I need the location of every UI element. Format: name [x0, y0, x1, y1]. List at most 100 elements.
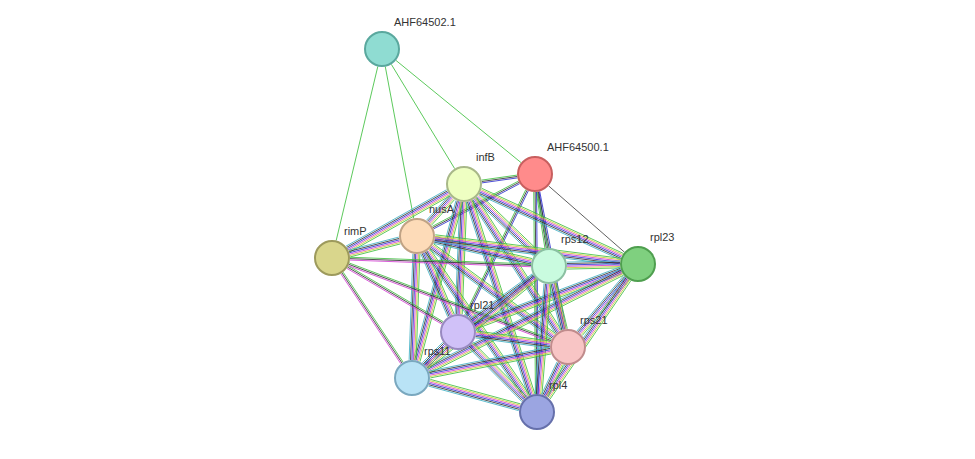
evidence-line	[430, 381, 520, 406]
evidence-line	[350, 259, 531, 266]
protein-node: rps12	[531, 248, 567, 284]
evidence-line	[429, 385, 519, 410]
evidence-line	[567, 267, 620, 268]
interaction-edge	[567, 261, 620, 269]
evidence-line	[554, 283, 565, 329]
evidence-line	[430, 379, 520, 404]
evidence-line	[536, 284, 545, 394]
evidence-line	[552, 284, 563, 330]
interaction-edge	[468, 342, 527, 401]
interaction-edge	[350, 257, 531, 266]
node-circle	[531, 248, 567, 284]
protein-node: nusA	[399, 218, 435, 254]
interaction-edge	[549, 186, 625, 252]
protein-label: nusA	[429, 203, 454, 215]
interaction-edge	[396, 60, 521, 162]
evidence-line	[430, 382, 520, 407]
evidence-line	[549, 280, 630, 398]
evidence-line	[435, 235, 620, 258]
evidence-line	[471, 344, 525, 398]
evidence-line	[476, 334, 550, 344]
protein-node: rimP	[314, 240, 350, 276]
protein-node: rpl21	[440, 314, 476, 350]
evidence-line	[435, 240, 620, 263]
evidence-line	[435, 238, 620, 261]
protein-label: rps21	[580, 314, 608, 326]
interaction-edge	[341, 272, 403, 364]
protein-node: rps11	[394, 360, 430, 396]
evidence-line	[567, 261, 620, 262]
evidence-line	[551, 284, 562, 330]
protein-label: rps12	[561, 233, 589, 245]
evidence-line	[342, 273, 402, 363]
evidence-line	[473, 342, 527, 396]
evidence-line	[549, 186, 625, 252]
interaction-edge	[550, 283, 568, 331]
evidence-line	[424, 275, 533, 364]
protein-label: AHF64500.1	[547, 141, 609, 153]
node-circle	[519, 394, 555, 430]
evidence-line	[343, 272, 403, 362]
interaction-edge	[349, 237, 401, 257]
evidence-line	[567, 265, 620, 266]
evidence-line	[396, 60, 521, 162]
interaction-edge	[336, 67, 378, 241]
evidence-line	[348, 267, 443, 323]
evidence-line	[550, 284, 561, 330]
protein-label: rps11	[424, 345, 451, 357]
interaction-edge	[434, 235, 620, 265]
node-circle	[620, 246, 656, 282]
protein-node: rpl4	[519, 394, 555, 430]
evidence-line	[567, 268, 620, 269]
interaction-edge	[466, 200, 535, 396]
evidence-line	[349, 237, 399, 250]
node-circle	[446, 166, 482, 202]
interaction-edge	[428, 379, 520, 410]
protein-node: rpl23	[620, 246, 656, 282]
evidence-line	[429, 383, 519, 408]
node-circle	[399, 218, 435, 254]
evidence-line	[430, 354, 551, 378]
node-circle	[394, 360, 430, 396]
protein-label: infB	[476, 151, 495, 163]
evidence-line	[435, 236, 620, 259]
evidence-line	[547, 278, 628, 396]
node-circle	[364, 31, 400, 67]
interaction-edge	[391, 64, 454, 168]
node-circle	[550, 329, 586, 365]
evidence-line	[476, 337, 550, 347]
evidence-line	[472, 343, 526, 397]
evidence-line	[341, 274, 401, 364]
interaction-edge	[385, 67, 413, 219]
protein-node: AHF64502.1	[364, 31, 400, 67]
evidence-line	[350, 260, 531, 267]
evidence-line	[548, 279, 629, 397]
protein-label: rpl4	[549, 379, 567, 391]
evidence-line	[476, 335, 550, 345]
evidence-line	[555, 283, 566, 329]
node-circle	[517, 156, 553, 192]
evidence-line	[471, 274, 533, 319]
protein-node: AHF64500.1	[517, 156, 553, 192]
node-circle	[440, 314, 476, 350]
evidence-line	[349, 240, 399, 253]
node-circle	[314, 240, 350, 276]
protein-node: infB	[446, 166, 482, 202]
interaction-edge	[544, 277, 630, 399]
evidence-line	[385, 67, 413, 219]
evidence-line	[336, 67, 378, 241]
interaction-edge	[475, 331, 550, 348]
evidence-line	[482, 175, 517, 180]
protein-label: rimP	[344, 225, 367, 237]
evidence-line	[425, 276, 534, 365]
protein-label: AHF64502.1	[394, 16, 456, 28]
evidence-line	[428, 386, 518, 411]
interaction-edge	[482, 175, 518, 183]
evidence-line	[391, 64, 454, 168]
evidence-line	[347, 268, 442, 324]
evidence-line	[475, 338, 549, 348]
evidence-line	[476, 332, 550, 342]
protein-node: rps21	[550, 329, 586, 365]
